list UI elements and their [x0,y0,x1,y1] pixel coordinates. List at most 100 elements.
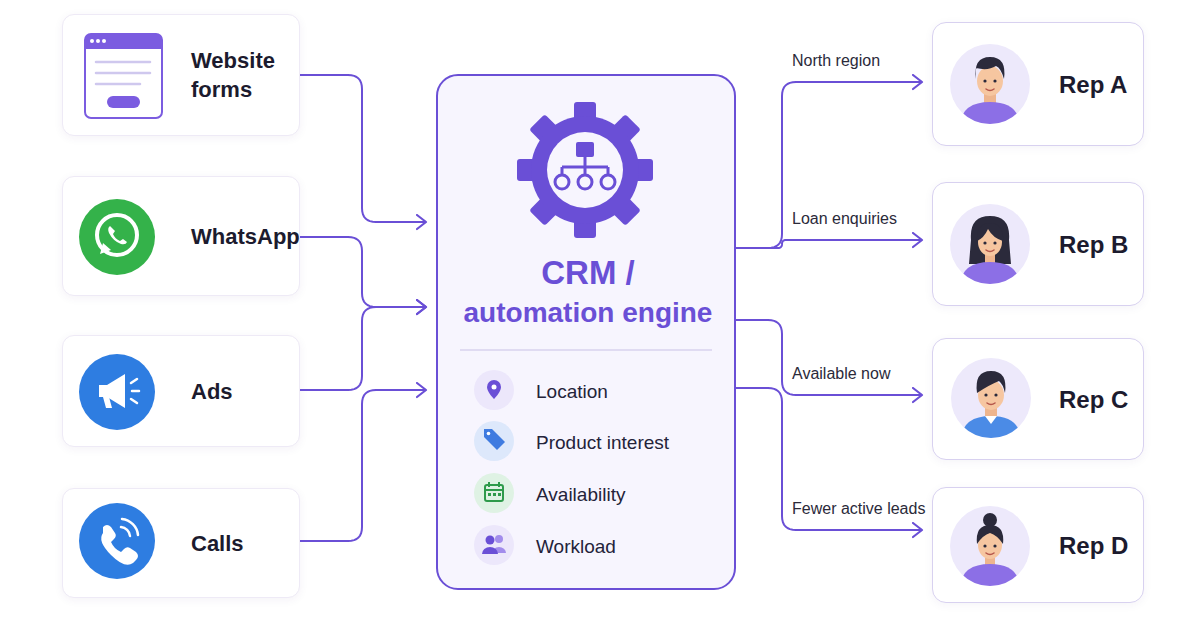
form-icon [96,83,140,86]
avatar-illustration [950,506,1030,586]
calendar-icon [474,473,514,513]
connector-arrow [300,237,426,307]
gear-icon [529,195,560,226]
avatar-illustration [951,358,1031,438]
phone-icon [79,503,155,579]
gear-icon [578,175,592,189]
avatar-illustration [950,44,1030,124]
avatar-illustration [950,506,1030,590]
gear-icon [576,142,594,157]
phone-icon [121,527,130,536]
gear-icon [547,132,623,208]
source-box: WhatsApp [62,176,300,296]
location-icon [487,380,501,399]
avatar-illustration [977,66,1003,96]
avatar-illustration [950,204,1030,284]
people-icon [474,525,514,565]
form-icon [96,39,100,43]
people-icon [486,536,495,545]
source-box: Website forms [62,14,300,136]
avatar-illustration [983,513,997,527]
people-icon [482,547,498,554]
avatar-illustration [969,216,1011,264]
tag-icon [487,432,491,436]
edge-label: Fewer active leads [792,500,925,518]
gear-icon [601,175,615,189]
gear-icon [517,159,539,181]
phone-icon [79,503,155,579]
avatar-illustration [960,262,1020,288]
avatar-illustration [960,92,1020,128]
tag-icon [474,421,514,461]
avatar-illustration [984,92,996,104]
whatsapp-icon [100,243,111,254]
calendar-icon [498,493,501,496]
avatar-illustration [977,371,1006,393]
avatar-illustration [983,79,986,82]
whatsapp-icon [108,226,127,244]
avatar-illustration [960,216,1020,288]
avatar-illustration [986,89,994,91]
avatar-illustration [977,223,1003,241]
megaphone-icon [79,354,155,430]
avatar-illustration [961,416,1021,442]
form-icon [96,72,150,75]
gear-icon [531,116,639,224]
source-box: Calls [62,488,300,598]
gear-icon [610,114,641,145]
gear-icon [610,195,641,226]
location-icon [474,370,514,410]
tag-icon [484,429,505,450]
rep-name: Rep A [1059,71,1127,99]
divider-line [460,349,712,351]
whatsapp-icon [97,215,137,255]
megaphone-icon [132,390,139,393]
avatar-illustration [976,57,1005,79]
avatar-illustration [994,393,997,396]
people-icon [492,547,506,553]
avatar-illustration [993,241,996,244]
calendar-icon [498,482,500,487]
megaphone-icon [99,374,125,408]
avatar-illustration [960,564,1020,590]
gear-icon [631,159,653,181]
megaphone-icon [79,354,155,430]
calendar-icon [488,493,491,496]
gear-icon [574,216,596,238]
megaphone-icon [103,397,112,408]
connector-arrow [300,75,426,222]
avatar-illustration [950,204,1030,288]
source-box: Ads [62,335,300,447]
source-label: Calls [191,530,301,559]
whatsapp-icon [79,199,155,275]
megaphone-icon [131,379,137,383]
rep-card: Rep D [932,487,1144,603]
gear-icon [562,157,608,175]
rep-name: Rep D [1059,532,1128,560]
calendar-icon [474,473,514,513]
megaphone-icon [131,399,137,403]
whatsapp-icon [79,199,155,275]
criterion-label: Product interest [536,432,669,454]
gear-icon [517,102,653,238]
gear-icon [529,114,560,145]
form-icon [90,39,94,43]
edge-label: North region [792,52,880,70]
form-icon [85,34,162,118]
avatar-illustration [978,228,1002,256]
phone-icon [122,519,138,535]
avatar-illustration [984,393,987,396]
avatar-illustration [986,250,994,252]
avatar-illustration [985,554,995,566]
rep-name: Rep C [1059,386,1128,414]
connector-arrow [736,82,922,248]
form-icon [85,34,162,49]
avatar-illustration [987,403,995,405]
avatar-illustration [983,544,986,547]
source-label: Ads [191,378,301,407]
calendar-icon [485,485,503,501]
phone-icon [101,525,138,565]
rep-card: Rep C [932,338,1144,460]
